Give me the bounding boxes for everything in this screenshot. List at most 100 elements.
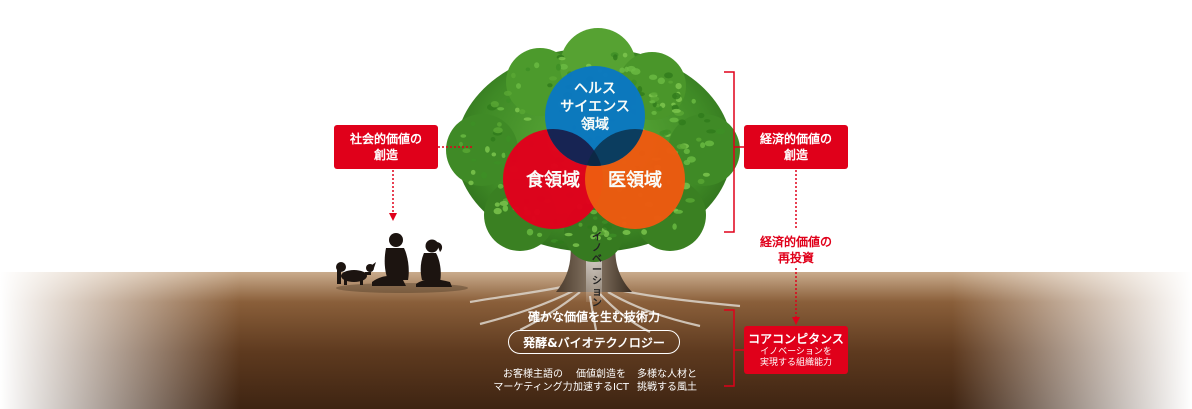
health-domain-line-3: 領域 (581, 117, 609, 133)
leaf-dot (497, 122, 502, 127)
reinvestment-label: 経済的価値の 再投資 (738, 234, 854, 266)
leaf-dot (622, 230, 631, 235)
leaf-dot (702, 172, 710, 177)
leaf-dot (590, 209, 598, 215)
leaf-dot (519, 109, 526, 115)
leaf-dot (685, 198, 695, 203)
leaf-dot (697, 178, 705, 184)
reinvestment-down-arrow-head (792, 317, 800, 325)
leaf-dot (494, 202, 500, 207)
health-domain-line-2: サイエンス (560, 99, 630, 115)
leaf-dot (593, 216, 598, 220)
roots-bracket (724, 309, 735, 387)
leaf-dot (704, 119, 711, 123)
social-value-box: 社会的価値の 創造 (334, 125, 438, 169)
leaf-dot (651, 110, 657, 115)
leaf-dot (700, 142, 706, 149)
leaf-dot (462, 148, 471, 154)
leaf-dot (572, 243, 580, 248)
medical-domain-label: 医領域 (608, 170, 662, 191)
leaf-dot (555, 240, 565, 244)
leaf-dot (590, 233, 596, 240)
leaf-dot (564, 232, 573, 237)
leaf-dot (715, 128, 726, 135)
core-competence-box: コアコンピタンス イノベーションを 実現する組織能力 (744, 326, 848, 374)
leaf-dot (691, 98, 696, 104)
leaf-dot (669, 117, 679, 123)
leaf-dot (471, 158, 477, 162)
social-down-arrow-head (389, 213, 397, 221)
leaf-dot (491, 152, 497, 157)
leaf-dot (470, 169, 476, 175)
food-domain-label: 食領域 (526, 170, 580, 191)
leaf-dot (525, 67, 531, 72)
strength-culture: 多様な人材と 挑戦する風土 (632, 368, 702, 394)
leaf-dot (493, 207, 502, 215)
leaf-dot (619, 67, 625, 73)
leaf-dot (558, 56, 566, 61)
leaf-dot (555, 63, 562, 71)
leaf-dot (601, 220, 608, 224)
leaf-dot (559, 63, 568, 70)
leaf-dot (704, 140, 715, 147)
core-competence-title: コアコンピタンス (748, 332, 844, 346)
leaf-dot (506, 135, 511, 143)
leaf-dot (511, 72, 516, 79)
leaf-dot (630, 68, 641, 75)
strength-marketing-line-2: マーケティング力 (493, 382, 573, 393)
leaf-dot (641, 229, 647, 235)
leaf-dot (460, 134, 467, 138)
leaf-dot (502, 205, 509, 212)
leaf-dot (591, 225, 598, 233)
core-competence-sub-2: 実現する組織能力 (759, 358, 832, 368)
leaf-dot (657, 77, 665, 85)
leaf-dot (664, 72, 673, 79)
leaf-dot (485, 146, 490, 153)
leaf-dot (537, 232, 543, 237)
leaf-dot (678, 119, 686, 126)
leaf-dot (603, 230, 610, 238)
strength-culture-line-2: 挑戦する風土 (637, 382, 697, 393)
leaf-dot (516, 83, 521, 89)
leaf-dot (493, 161, 502, 165)
leaf-dot (672, 223, 677, 230)
canopy-bracket (724, 71, 735, 233)
man-silhouette (372, 233, 409, 286)
fermentation-biotech-label: 発酵&バイオテクノロジー (523, 335, 665, 350)
woman-silhouette (416, 239, 452, 287)
leaf-dot (523, 117, 532, 121)
leaf-dot (650, 96, 660, 102)
strength-culture-line-1: 多様な人材と (637, 369, 697, 380)
leaf-dot (698, 112, 705, 119)
leaf-dot (470, 121, 476, 127)
leaf-dot (649, 74, 658, 80)
leaf-dot (602, 223, 613, 231)
economic-value-line-2: 創造 (783, 148, 808, 162)
innovation-text: イノベーション (592, 232, 602, 309)
leaf-dot (671, 108, 681, 113)
reinvestment-line-2: 再投資 (777, 251, 814, 265)
leaf-dot (606, 237, 612, 241)
fermentation-biotech-pill: 発酵&バイオテクノロジー (508, 330, 680, 354)
leaf-dot (662, 129, 672, 135)
strength-ict-line-2: 加速するICT (572, 382, 630, 393)
leaf-dot (497, 183, 504, 189)
leaf-dot (490, 101, 499, 108)
leaf-dot (608, 233, 617, 238)
economic-value-box: 経済的価値の 創造 (744, 125, 848, 169)
leaf-dot (675, 83, 682, 90)
innovation-label: イノベーション (589, 232, 605, 309)
reinvestment-line-1: 経済的価値の (759, 235, 832, 249)
leaf-dot (481, 171, 488, 179)
leaf-dot (501, 152, 506, 158)
social-value-line-2: 創造 (373, 148, 398, 162)
strength-ict-line-1: 価値創造を (576, 369, 626, 380)
leaf-dot (526, 228, 534, 236)
leaf-dot (622, 52, 628, 58)
leaf-dot (468, 180, 474, 186)
leaf-dot (668, 80, 673, 84)
leaf-dot (503, 90, 512, 96)
social-value-line-1: 社会的価値の (349, 132, 422, 146)
